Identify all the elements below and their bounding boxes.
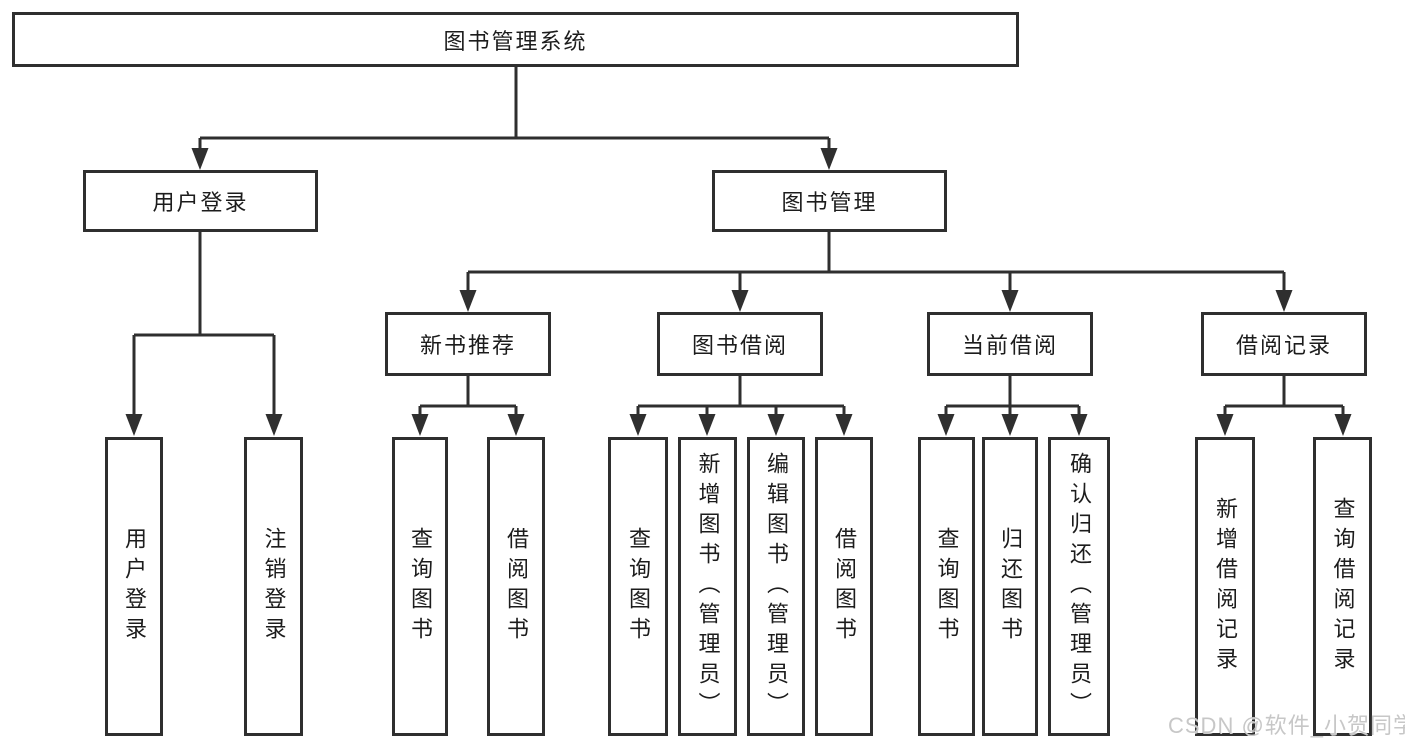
node-user-login-label: 用户登录	[152, 190, 249, 215]
node-bb-add-book-admin-label: 新增图书（管理员）	[695, 451, 721, 722]
node-book-management: 图书管理	[712, 170, 947, 232]
node-cb-return-book-label: 归还图书	[998, 526, 1023, 647]
node-cb-return-book: 归还图书	[982, 437, 1038, 736]
arrowhead-icon	[507, 414, 525, 436]
arrowhead-icon	[1001, 290, 1019, 312]
node-cb-query-book-label: 查询图书	[934, 526, 960, 647]
connector-borrow-record-children	[1223, 376, 1345, 420]
node-rec-borrow-book-label: 借阅图书	[504, 526, 529, 647]
csdn-watermark: CSDN @软件_小贺同学	[1168, 713, 1405, 738]
node-cb-confirm-return-admin-label: 确认归还（管理员）	[1067, 451, 1092, 722]
arrowhead-icon	[125, 414, 143, 436]
arrowhead-icon	[1275, 290, 1293, 312]
node-login-action: 用户登录	[105, 437, 163, 736]
node-bb-edit-book-admin: 编辑图书（管理员）	[747, 437, 805, 736]
connector-new-book-rec-children	[418, 376, 518, 420]
node-logout-action-label: 注销登录	[261, 526, 287, 647]
node-br-add-record-label: 新增借阅记录	[1213, 496, 1238, 677]
node-br-query-record: 查询借阅记录	[1313, 437, 1372, 736]
connector-user-login-children	[132, 232, 276, 420]
arrowhead-icon	[1001, 414, 1019, 436]
node-user-login: 用户登录	[83, 170, 318, 232]
node-login-action-label: 用户登录	[122, 526, 147, 647]
arrowhead-icon	[820, 148, 838, 170]
node-book-management-label: 图书管理	[781, 190, 878, 215]
node-rec-query-book-label: 查询图书	[408, 526, 433, 647]
arrowhead-icon	[1334, 414, 1352, 436]
arrowhead-icon	[1070, 414, 1088, 436]
arrowhead-icon	[459, 290, 477, 312]
node-library-system-label: 图书管理系统	[443, 28, 588, 54]
node-rec-query-book: 查询图书	[392, 437, 448, 736]
node-current-borrow-label: 当前借阅	[961, 333, 1058, 358]
arrowhead-icon	[1216, 414, 1234, 436]
node-borrow-record-label: 借阅记录	[1235, 333, 1332, 358]
arrowhead-icon	[698, 414, 716, 436]
arrowhead-icon	[265, 414, 283, 436]
node-bb-edit-book-admin-label: 编辑图书（管理员）	[764, 451, 789, 722]
node-bb-query-book-label: 查询图书	[626, 526, 651, 647]
node-cb-confirm-return-admin: 确认归还（管理员）	[1048, 437, 1110, 736]
node-bb-add-book-admin: 新增图书（管理员）	[678, 437, 737, 736]
node-rec-borrow-book: 借阅图书	[487, 437, 545, 736]
node-bb-borrow-book: 借阅图书	[815, 437, 873, 736]
connector-current-borrow-children	[944, 376, 1081, 420]
node-new-book-recommend-label: 新书推荐	[419, 333, 516, 358]
node-book-borrow-label: 图书借阅	[691, 333, 788, 358]
arrowhead-icon	[629, 414, 647, 436]
arrowhead-icon	[191, 148, 209, 170]
arrowhead-icon	[731, 290, 749, 312]
node-br-add-record: 新增借阅记录	[1195, 437, 1255, 736]
node-book-borrow: 图书借阅	[657, 312, 823, 376]
connector-root-to-level2	[198, 67, 831, 156]
node-logout-action: 注销登录	[244, 437, 303, 736]
arrowhead-icon	[835, 414, 853, 436]
arrowhead-icon	[411, 414, 429, 436]
node-bb-borrow-book-label: 借阅图书	[832, 526, 857, 647]
node-borrow-record: 借阅记录	[1201, 312, 1367, 376]
node-bb-query-book: 查询图书	[608, 437, 668, 736]
node-new-book-recommend: 新书推荐	[385, 312, 551, 376]
connector-book-borrow-children	[636, 376, 846, 420]
connector-book-management-children	[466, 232, 1286, 296]
node-cb-query-book: 查询图书	[918, 437, 975, 736]
arrowhead-icon	[767, 414, 785, 436]
node-current-borrow: 当前借阅	[927, 312, 1093, 376]
node-library-system: 图书管理系统	[12, 12, 1019, 67]
arrowhead-icon	[937, 414, 955, 436]
node-br-query-record-label: 查询借阅记录	[1330, 496, 1356, 677]
